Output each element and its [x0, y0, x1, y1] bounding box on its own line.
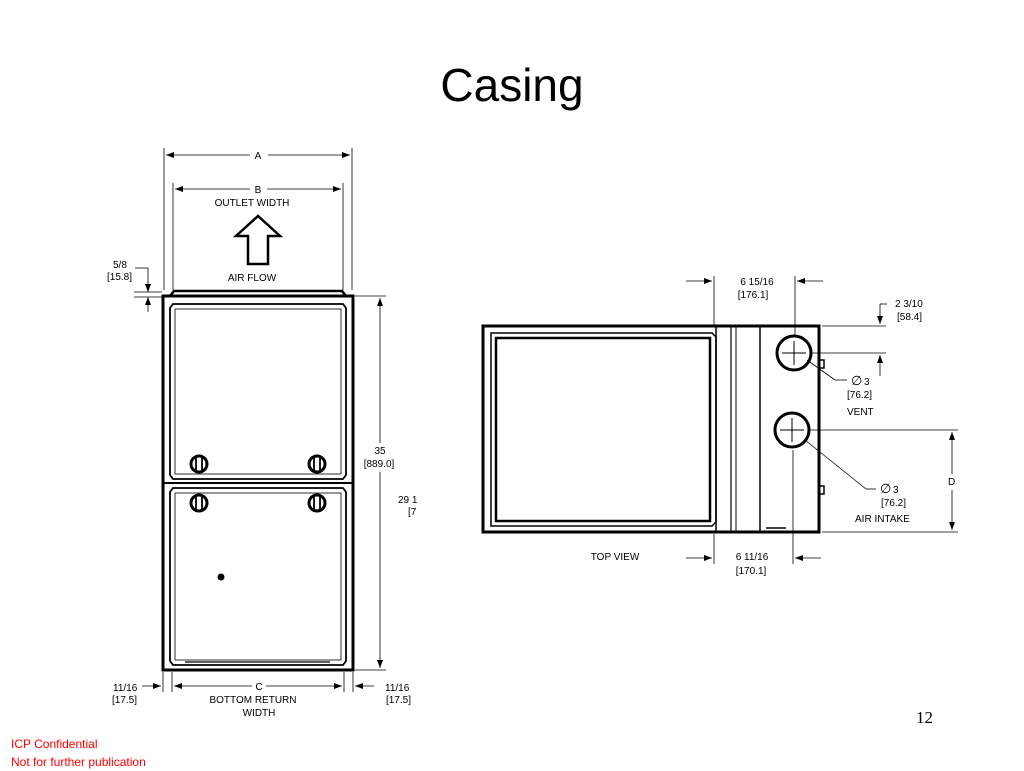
edge-dim-mm: [58.4] [897, 312, 922, 323]
latch-icon [307, 454, 327, 474]
latch-icon [189, 493, 209, 513]
side-dim-inches: 29 1 [398, 495, 418, 506]
intake-diameter-inches: 3 [893, 485, 899, 496]
air-intake-pipe-icon [773, 411, 811, 449]
top-offset-mm: [15.8] [107, 272, 132, 283]
intake-leader-line [804, 439, 867, 490]
dim-a-label: A [255, 151, 262, 162]
vent-leader-line [806, 359, 836, 381]
sight-hole [217, 573, 225, 581]
air-flow-arrow-icon [232, 214, 284, 266]
intake-diameter-mm: [76.2] [881, 498, 906, 509]
intake-diameter-icon: ∅ [880, 481, 891, 496]
left-offset-inches: 11/16 [113, 683, 138, 694]
edge-dim-inches: 2 3/10 [895, 299, 923, 310]
front-view [134, 148, 386, 692]
left-offset-mm: [17.5] [112, 695, 137, 706]
dim-c-label: C [255, 682, 262, 693]
dim-b-label: B [255, 185, 262, 196]
vent-diameter-mm: [76.2] [847, 390, 872, 401]
air-flow-label: AIR FLOW [228, 273, 277, 284]
upper-door-inner-edge [174, 308, 342, 475]
latch-icon [307, 493, 327, 513]
bottom-return-label: BOTTOM RETURN [209, 695, 296, 706]
right-offset-inches: 11/16 [385, 683, 410, 694]
bottom-return-width-label: WIDTH [243, 708, 276, 719]
dim-d-label: D [948, 477, 955, 488]
lower-door-inner-edge [174, 492, 342, 661]
top-view-door-inner [494, 336, 712, 523]
latch-icon [189, 454, 209, 474]
confidential-notice: ICP Confidential [11, 737, 98, 751]
height-mm: [889.0] [364, 459, 395, 470]
top-view-dimensions [686, 276, 958, 564]
top-view-label: TOP VIEW [591, 552, 640, 563]
footer: ICP Confidential Not for further publica… [11, 735, 146, 771]
top-view-outline [481, 324, 821, 534]
outlet-width-label: OUTLET WIDTH [215, 198, 290, 209]
right-offset-mm: [17.5] [386, 695, 411, 706]
bottom-dim-mm: [170.1] [736, 566, 767, 577]
side-knob-lower [818, 485, 825, 495]
publication-notice: Not for further publication [11, 755, 146, 769]
top-dim-inches: 6 15/16 [740, 277, 774, 288]
top-view [481, 324, 825, 534]
top-view-door-panel [490, 332, 717, 527]
air-intake-label: AIR INTAKE [855, 514, 910, 525]
height-inches: 35 [374, 446, 386, 457]
front-view-labels: A B OUTLET WIDTH AIR FLOW 5/8 [15.8] 35 … [107, 148, 418, 719]
vent-label: VENT [847, 407, 874, 418]
lower-door-panel [169, 487, 347, 666]
slide-number: 12 [916, 708, 933, 727]
top-offset-inches: 5/8 [113, 260, 127, 271]
top-flange [169, 289, 347, 297]
slide-title: Casing [440, 59, 584, 111]
vent-diameter-inches: 3 [864, 377, 870, 388]
top-dim-mm: [176.1] [738, 290, 769, 301]
vent-diameter-icon: ∅ [851, 373, 862, 388]
vent-pipe-icon [775, 334, 813, 372]
door-latches [189, 454, 327, 581]
side-dim-mm: [7 [408, 507, 417, 518]
upper-door-panel [169, 303, 347, 480]
side-knob-upper [818, 359, 825, 369]
bottom-dim-inches: 6 11/16 [736, 552, 769, 563]
top-view-labels: 6 15/16 [176.1] 2 3/10 [58.4] ∅ 3 [76.2]… [591, 277, 956, 577]
